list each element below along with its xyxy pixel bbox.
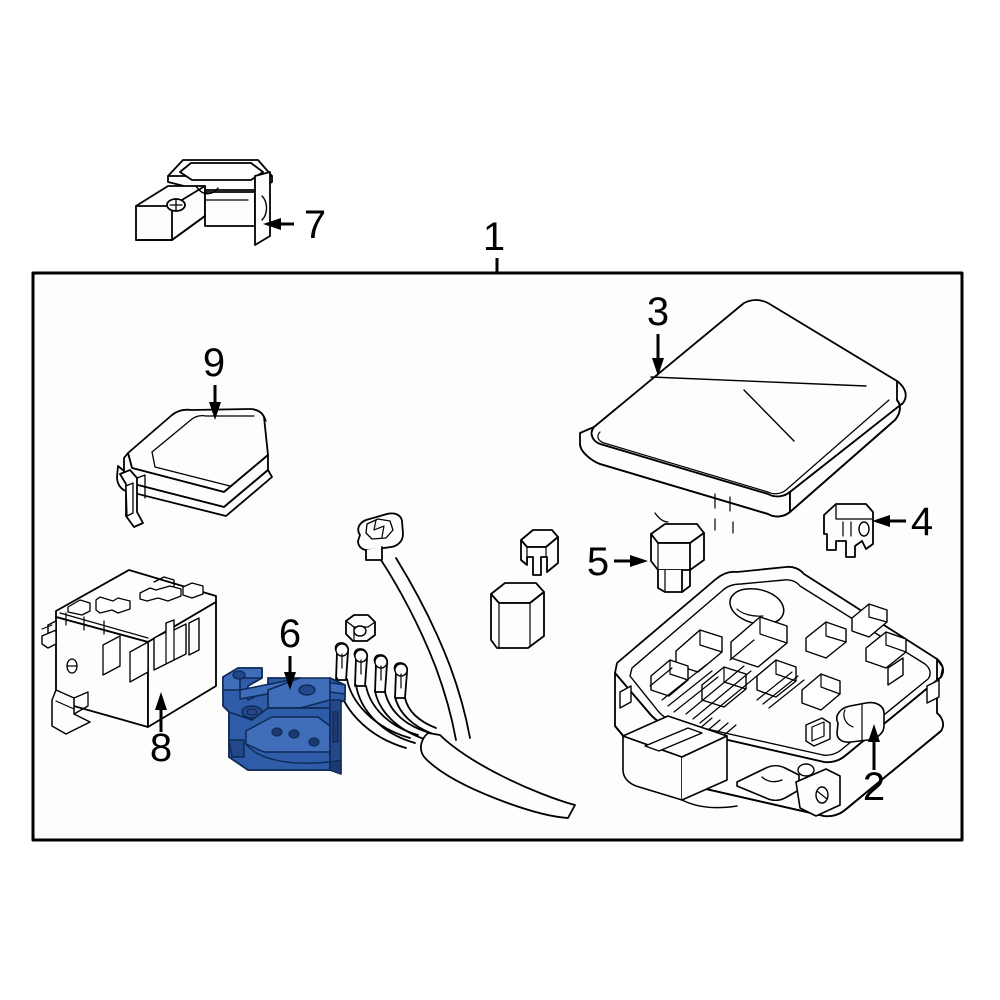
callout-leaders — [155, 218, 906, 770]
callout-label-9: 9 — [203, 341, 225, 385]
arrowhead-8 — [155, 692, 167, 710]
callout-label-3: 3 — [647, 290, 669, 334]
arrowhead-7 — [263, 218, 281, 230]
part-9-fuse-holder-cover — [116, 408, 273, 528]
part-4-retainer-clip — [823, 503, 874, 558]
cartridge-fuse — [490, 582, 545, 649]
arrowhead-6 — [284, 672, 296, 690]
arrowhead-9 — [209, 402, 221, 420]
arrowhead-2 — [868, 724, 880, 742]
part-7-mounting-bracket-nut — [135, 159, 273, 246]
arrowhead-5 — [630, 555, 648, 567]
callout-label-7: 7 — [304, 203, 326, 247]
part-2-fuse-block-base — [614, 565, 944, 818]
callout-label-8: 8 — [150, 726, 172, 770]
callout-label-6: 6 — [279, 612, 301, 656]
callout-label-4: 4 — [911, 500, 933, 544]
part-3-junction-block-cover — [579, 299, 907, 534]
callout-label-2: 2 — [863, 765, 885, 809]
callout-label-1: 1 — [483, 215, 505, 259]
arrowhead-4 — [872, 515, 890, 527]
part-5-relay — [650, 523, 705, 593]
part-6-junction-block-bracket — [222, 667, 346, 775]
callout-labels: 1 2 3 4 5 6 7 8 9 — [150, 203, 933, 809]
callout-label-5: 5 — [587, 540, 609, 584]
arrowhead-3 — [652, 358, 664, 376]
mini-fuse — [520, 529, 559, 576]
wire-harness-pigtail — [334, 512, 576, 819]
part-8-fuse-holder-block — [41, 569, 217, 735]
hex-nut — [345, 614, 376, 642]
